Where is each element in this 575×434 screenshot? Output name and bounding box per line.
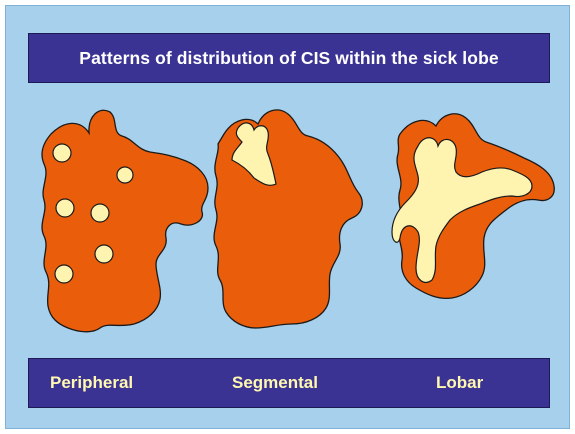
cis-lesion-dot bbox=[91, 204, 109, 222]
label-lobar: Lobar bbox=[436, 359, 483, 407]
segmental-lobe bbox=[214, 110, 362, 328]
peripheral-lobe bbox=[42, 110, 208, 332]
pattern-labels-banner: Peripheral Segmental Lobar bbox=[28, 358, 550, 408]
cis-lesion-dot bbox=[53, 144, 71, 162]
slide-background: Patterns of distribution of CIS within t… bbox=[5, 5, 570, 429]
cis-lesion-dot bbox=[117, 167, 133, 183]
label-peripheral: Peripheral bbox=[50, 359, 133, 407]
peripheral-lobe-shape bbox=[42, 110, 208, 332]
lobar-lobe bbox=[392, 114, 554, 299]
cis-lesion-dot bbox=[56, 199, 74, 217]
cis-lesion-dot bbox=[55, 265, 73, 283]
cis-lesion-dot bbox=[95, 245, 113, 263]
label-segmental: Segmental bbox=[232, 359, 318, 407]
segmental-lobe-shape bbox=[214, 110, 362, 328]
